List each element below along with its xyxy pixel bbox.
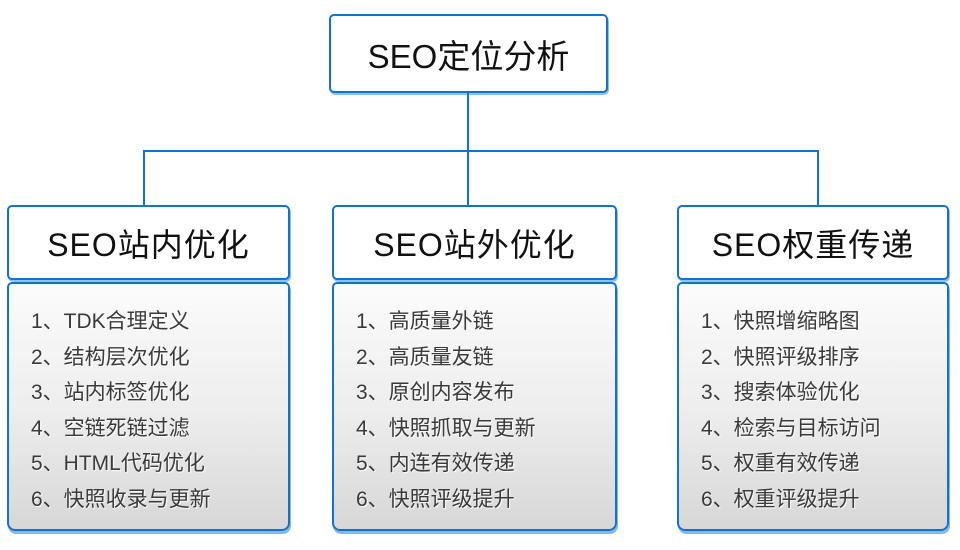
list-item: 3、站内标签优化 — [31, 381, 190, 404]
list-item: 4、快照抓取与更新 — [356, 416, 536, 440]
branch-header-weight-transfer: SEO权重传递 — [677, 205, 949, 280]
list-item: 6、权重评级提升 — [701, 487, 860, 511]
list-item: 1、TDK合理定义 — [31, 310, 190, 333]
list-item: 5、内连有效传递 — [356, 452, 515, 475]
list-item: 2、结构层次优化 — [31, 345, 190, 369]
connector-left-vertical — [143, 150, 145, 205]
list-item: 2、快照评级排序 — [701, 345, 860, 369]
list-item: 2、高质量友链 — [356, 345, 494, 369]
branch-list-onsite-optimization: 1、TDK合理定义 2、结构层次优化 3、站内标签优化 4、空链死链过滤 5、H… — [7, 282, 290, 531]
list-item: 1、快照增缩略图 — [701, 310, 860, 333]
list-item: 3、搜索体验优化 — [701, 381, 860, 404]
list-item: 3、原创内容发布 — [356, 381, 515, 404]
list-item: 1、高质量外链 — [356, 310, 494, 333]
connector-right-vertical — [817, 150, 819, 205]
list-item: 6、快照收录与更新 — [31, 487, 211, 511]
list-item: 5、HTML代码优化 — [31, 452, 205, 475]
connector-root-vertical — [467, 93, 469, 205]
item-list-offsite: 1、高质量外链 2、高质量友链 3、原创内容发布 4、快照抓取与更新 5、内连有… — [334, 284, 615, 517]
connector-horizontal — [143, 150, 819, 152]
branch-list-offsite-optimization: 1、高质量外链 2、高质量友链 3、原创内容发布 4、快照抓取与更新 5、内连有… — [332, 282, 617, 531]
branch-header-offsite-optimization: SEO站外优化 — [332, 205, 617, 280]
branch-header-onsite-optimization: SEO站内优化 — [7, 205, 290, 280]
list-item: 4、检索与目标访问 — [701, 416, 881, 440]
list-item: 5、权重有效传递 — [701, 452, 860, 475]
list-item: 6、快照评级提升 — [356, 487, 515, 511]
root-node-seo-positioning-analysis: SEO定位分析 — [329, 14, 608, 93]
list-item: 4、空链死链过滤 — [31, 416, 190, 440]
item-list-onsite: 1、TDK合理定义 2、结构层次优化 3、站内标签优化 4、空链死链过滤 5、H… — [9, 284, 288, 517]
item-list-weight: 1、快照增缩略图 2、快照评级排序 3、搜索体验优化 4、检索与目标访问 5、权… — [679, 284, 947, 517]
branch-list-weight-transfer: 1、快照增缩略图 2、快照评级排序 3、搜索体验优化 4、检索与目标访问 5、权… — [677, 282, 949, 531]
